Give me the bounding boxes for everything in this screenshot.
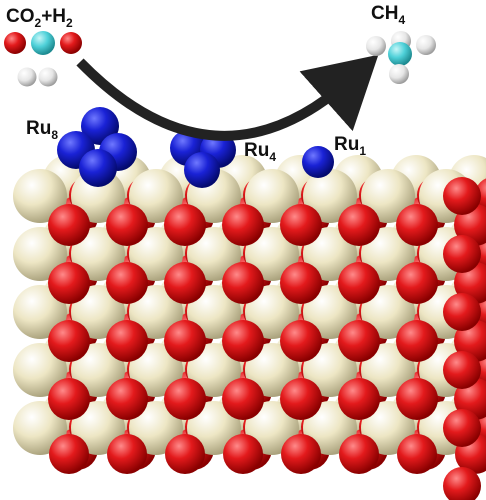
carbon-atom	[31, 31, 55, 55]
cerium-atom	[71, 343, 125, 397]
oxygen-atom	[443, 409, 481, 447]
oxygen-atom	[106, 204, 148, 246]
oxygen-atom	[396, 262, 438, 304]
ru8-cluster	[57, 107, 137, 187]
oxygen-atom	[164, 204, 206, 246]
cerium-atom	[13, 343, 67, 397]
oxygen-atom	[222, 262, 264, 304]
oxygen-atom	[4, 32, 26, 54]
ru-atom	[184, 152, 220, 188]
oxygen-atom	[396, 378, 438, 420]
cerium-atom	[13, 169, 67, 223]
cerium-atom	[13, 227, 67, 281]
h2-molecule	[17, 67, 58, 87]
hydrogen-atom	[17, 67, 37, 87]
cerium-atom	[303, 343, 357, 397]
oxygen-atom	[280, 320, 322, 362]
oxygen-atom	[164, 378, 206, 420]
cerium-atom	[71, 169, 125, 223]
cerium-atom	[129, 169, 183, 223]
hydrogen-atom	[389, 64, 409, 84]
cerium-atom	[13, 285, 67, 339]
ru4-cluster	[170, 130, 236, 188]
oxygen-atom	[338, 378, 380, 420]
hydrogen-atom	[416, 35, 436, 55]
ch4-molecule	[366, 31, 436, 84]
ru8-label: Ru8	[26, 118, 58, 142]
ru1-label: Ru1	[334, 134, 366, 158]
oxygen-atom	[60, 32, 82, 54]
hydrogen-atom	[38, 67, 58, 87]
ceria-surface-lattice	[13, 155, 486, 500]
oxygen-atom	[339, 434, 379, 474]
oxygen-atom	[280, 204, 322, 246]
oxygen-atom	[222, 378, 264, 420]
oxygen-atom	[397, 434, 437, 474]
oxygen-atom	[48, 320, 90, 362]
oxygen-atom	[106, 378, 148, 420]
oxygen-atom	[106, 320, 148, 362]
cerium-atom	[71, 285, 125, 339]
product-label: CH4	[371, 3, 405, 27]
oxygen-atom	[49, 434, 89, 474]
ru4-label: Ru4	[244, 140, 276, 164]
oxygen-atom	[164, 262, 206, 304]
oxygen-atom	[443, 235, 481, 273]
oxygen-atom	[106, 262, 148, 304]
ru-atom	[79, 149, 117, 187]
cerium-atom	[303, 285, 357, 339]
cerium-atom	[71, 227, 125, 281]
cerium-atom	[303, 227, 357, 281]
carbon-atom	[388, 42, 412, 66]
oxygen-atom	[164, 320, 206, 362]
cerium-atom	[187, 285, 241, 339]
co2-molecule	[4, 31, 82, 55]
cerium-atom	[245, 343, 299, 397]
oxygen-atom	[281, 434, 321, 474]
cerium-atom	[245, 285, 299, 339]
oxygen-atom	[443, 177, 481, 215]
cerium-atom	[245, 227, 299, 281]
oxygen-atom	[338, 320, 380, 362]
oxygen-atom	[338, 262, 380, 304]
cerium-atom	[187, 343, 241, 397]
oxygen-atom	[222, 320, 264, 362]
oxygen-atom	[443, 293, 481, 331]
ru-atom	[302, 146, 334, 178]
cerium-atom	[361, 169, 415, 223]
cerium-atom	[303, 169, 357, 223]
oxygen-atom	[165, 434, 205, 474]
oxygen-atom	[338, 204, 380, 246]
oxygen-atom	[48, 204, 90, 246]
oxygen-atom	[280, 378, 322, 420]
cerium-atom	[361, 343, 415, 397]
cerium-atom	[129, 343, 183, 397]
cerium-atom	[187, 227, 241, 281]
reactants-label: CO2+H2	[6, 6, 73, 30]
oxygen-atom	[443, 467, 481, 500]
oxygen-atom	[107, 434, 147, 474]
oxygen-atom	[280, 262, 322, 304]
cerium-atom	[129, 285, 183, 339]
oxygen-atom	[443, 351, 481, 389]
reaction-arrow	[76, 54, 379, 141]
oxygen-atom	[223, 434, 263, 474]
hydrogen-atom	[366, 36, 386, 56]
cerium-atom	[361, 285, 415, 339]
cerium-atom	[361, 227, 415, 281]
cerium-atom	[245, 169, 299, 223]
oxygen-atom	[48, 378, 90, 420]
oxygen-atom	[48, 262, 90, 304]
ru1-cluster	[302, 146, 334, 178]
oxygen-atom	[396, 320, 438, 362]
oxygen-atom	[396, 204, 438, 246]
cerium-atom	[129, 227, 183, 281]
oxygen-atom	[222, 204, 264, 246]
